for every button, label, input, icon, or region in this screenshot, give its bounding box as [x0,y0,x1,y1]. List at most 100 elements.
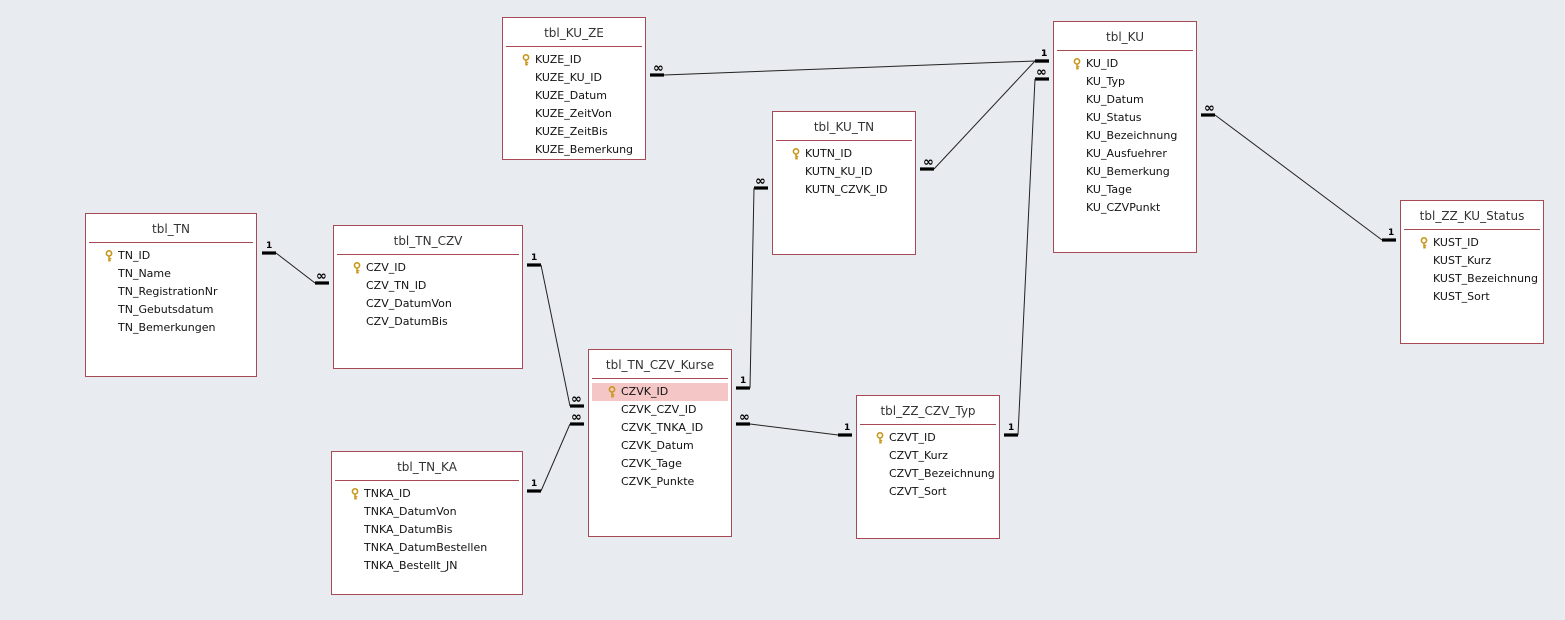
field-row[interactable]: KU_Typ [1054,73,1196,91]
relationship-line[interactable]: 1∞ [262,241,329,285]
field-row[interactable]: CZVT_Kurz [857,447,999,465]
primary-key-field[interactable]: CZV_ID [334,259,522,277]
field-row[interactable]: CZVK_CZV_ID [589,401,731,419]
field-name: KU_Bemerkung [1086,165,1170,178]
field-row[interactable]: TN_Gebutsdatum [86,301,256,319]
relationship-line[interactable]: 1∞ [1201,101,1396,242]
field-row[interactable]: CZV_TN_ID [334,277,522,295]
cardinality-many: ∞ [571,392,582,407]
table-title[interactable]: tbl_TN_CZV [393,234,463,248]
field-row[interactable]: CZVK_Datum [589,437,731,455]
field-row[interactable]: TN_Bemerkungen [86,319,256,337]
table-title[interactable]: tbl_KU [1106,30,1144,44]
field-row[interactable]: KUZE_ZeitVon [503,105,645,123]
field-row[interactable]: KU_Bezeichnung [1054,127,1196,145]
field-row[interactable]: KUST_Bezeichnung [1401,270,1543,288]
cardinality-one: 1 [1041,49,1047,59]
relationship-line[interactable]: 1∞ [527,410,584,493]
field-row[interactable]: CZVT_Sort [857,483,999,501]
table-title[interactable]: tbl_TN_CZV_Kurse [605,358,715,372]
field-row[interactable]: KU_CZVPunkt [1054,199,1196,217]
relationship-line[interactable]: 1∞ [650,49,1049,77]
field-row[interactable]: CZVK_TNKA_ID [589,419,731,437]
primary-key-field[interactable]: CZVT_ID [857,429,999,447]
primary-key-field[interactable]: KUST_ID [1401,234,1543,252]
field-name: CZVT_ID [889,431,936,444]
primary-key-field[interactable]: TNKA_ID [332,485,522,503]
field-row[interactable]: KUST_Sort [1401,288,1543,306]
table-title[interactable]: tbl_ZZ_CZV_Typ [880,404,976,418]
table-title[interactable]: tbl_TN [152,222,190,236]
cardinality-many: ∞ [1204,101,1215,116]
relationship-line[interactable]: 1∞ [736,410,852,437]
table-title[interactable]: tbl_TN_KA [397,460,457,474]
cardinality-many: ∞ [739,410,750,425]
field-row[interactable]: KUZE_KU_ID [503,69,645,87]
field-row[interactable]: CZVK_Tage [589,455,731,473]
cardinality-one: 1 [1008,423,1014,433]
key-icon [350,488,360,500]
field-row[interactable]: TNKA_DatumBis [332,521,522,539]
cardinality-one: 1 [531,253,537,263]
field-row[interactable]: KU_Datum [1054,91,1196,109]
table-title[interactable]: tbl_KU_TN [813,120,875,134]
cardinality-many: ∞ [755,174,766,189]
primary-key-field[interactable]: KU_ID [1054,55,1196,73]
field-row[interactable]: TN_Name [86,265,256,283]
primary-key-field[interactable]: KUZE_ID [503,51,645,69]
field-row[interactable]: TN_RegistrationNr [86,283,256,301]
cardinality-many: ∞ [571,410,582,425]
relationship-line[interactable]: 1∞ [920,49,1049,171]
field-name: TN_Name [118,267,171,280]
key-icon [104,250,114,262]
field-row[interactable]: TNKA_Bestellt_JN [332,557,522,575]
field-row[interactable]: CZVK_Punkte [589,473,731,491]
cardinality-one: 1 [266,241,272,251]
field-row[interactable]: CZV_DatumBis [334,313,522,331]
field-row[interactable]: KUTN_KU_ID [773,163,915,181]
title-divider [1057,50,1193,51]
field-row[interactable]: KUZE_ZeitBis [503,123,645,141]
field-name: CZVK_ID [621,385,669,398]
field-row[interactable]: KUZE_Bemerkung [503,141,645,159]
field-name: KUZE_ZeitVon [535,107,612,120]
field-row[interactable]: KUZE_Datum [503,87,645,105]
field-row[interactable]: KU_Ausfuehrer [1054,145,1196,163]
primary-key-field[interactable]: KUTN_ID [773,145,915,163]
field-row[interactable]: TNKA_DatumVon [332,503,522,521]
primary-key-field[interactable]: CZVK_ID [592,383,728,401]
field-row[interactable]: KU_Bemerkung [1054,163,1196,181]
table-title[interactable]: tbl_KU_ZE [544,26,604,40]
field-name: KUST_ID [1433,236,1479,249]
field-name: KU_CZVPunkt [1086,201,1161,214]
field-row[interactable]: CZVT_Bezeichnung [857,465,999,483]
key-icon [875,432,885,444]
field-name: KU_Ausfuehrer [1086,147,1167,160]
field-row[interactable]: CZV_DatumVon [334,295,522,313]
primary-key-field[interactable]: TN_ID [86,247,256,265]
field-row[interactable]: KUTN_CZVK_ID [773,181,915,199]
field-name: KU_Status [1086,111,1142,124]
relationship-line[interactable]: 1∞ [736,174,768,390]
field-row[interactable]: TNKA_DatumBestellen [332,539,522,557]
relationship-line[interactable]: 1∞ [527,253,584,408]
field-row[interactable]: KUST_Kurz [1401,252,1543,270]
field-row[interactable]: KU_Status [1054,109,1196,127]
key-icon [607,386,617,398]
field-row[interactable]: KU_Tage [1054,181,1196,199]
relationship-line[interactable]: 1∞ [1004,65,1049,437]
field-name: TN_Gebutsdatum [118,303,214,316]
table-title[interactable]: tbl_ZZ_KU_Status [1419,209,1525,223]
